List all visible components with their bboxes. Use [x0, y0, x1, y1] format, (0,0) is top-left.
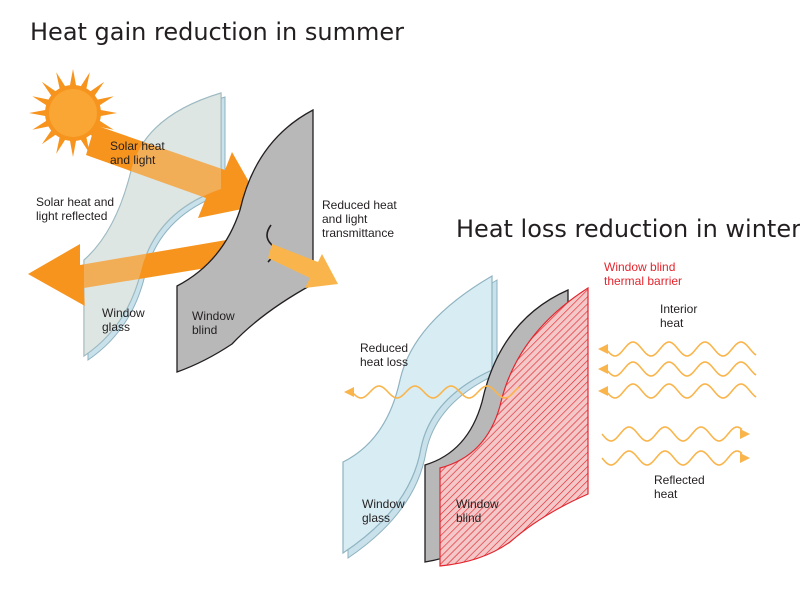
solar-heat-in-arrow [86, 125, 262, 218]
reflected-heat-wave-2 [601, 450, 743, 466]
interior-heat-wave-2 [605, 361, 757, 377]
sun-icon [29, 69, 117, 157]
winter-window-glass [342, 274, 498, 559]
winter-blind-label: Window blind [456, 497, 502, 525]
transmitted-heat-arrow [268, 244, 338, 288]
reflected-heat-wave-1 [601, 426, 743, 442]
summer-title: Heat gain reduction in summer [30, 18, 404, 46]
reflected-heat-wave-1-arrowhead [740, 429, 750, 439]
reflected-heat-wave-2-arrowhead [740, 453, 750, 463]
reflected-label: Solar heat and light reflected [36, 195, 117, 223]
reduced-heat-loss-wave-arrowhead [344, 387, 354, 397]
interior-heat-wave-3 [605, 383, 757, 399]
winter-glass-label: Window glass [362, 497, 408, 525]
winter-title: Heat loss reduction in winter [456, 215, 800, 243]
summer-blind-label: Window blind [192, 309, 238, 337]
summer-glass-label: Window glass [102, 306, 148, 334]
reduced-heat-loss-wave [351, 385, 521, 399]
interior-heat-label: Interior heat [660, 302, 701, 330]
interior-heat-wave-3-arrowhead [598, 386, 608, 396]
reflected-heat-label: Reflected heat [654, 473, 708, 501]
reduced-heat-loss-label: Reduced heat loss [360, 341, 411, 369]
barrier-label: Window blind thermal barrier [604, 260, 682, 288]
reflected-heat-arrow [28, 238, 243, 306]
interior-heat-wave-2-arrowhead [598, 364, 608, 374]
heat-waves [344, 341, 757, 466]
interior-heat-wave-1-arrowhead [598, 344, 608, 354]
interior-heat-wave-1 [605, 341, 757, 357]
summer-panel: Heat gain reduction in summer Solar heat [28, 18, 404, 373]
winter-panel: Heat loss reduction in winter Window bli… [342, 215, 800, 567]
solar-in-label: Solar heat and light [110, 139, 168, 167]
transmitted-label: Reduced heat and light transmittance [322, 198, 400, 240]
thermal-barrier [439, 286, 589, 567]
